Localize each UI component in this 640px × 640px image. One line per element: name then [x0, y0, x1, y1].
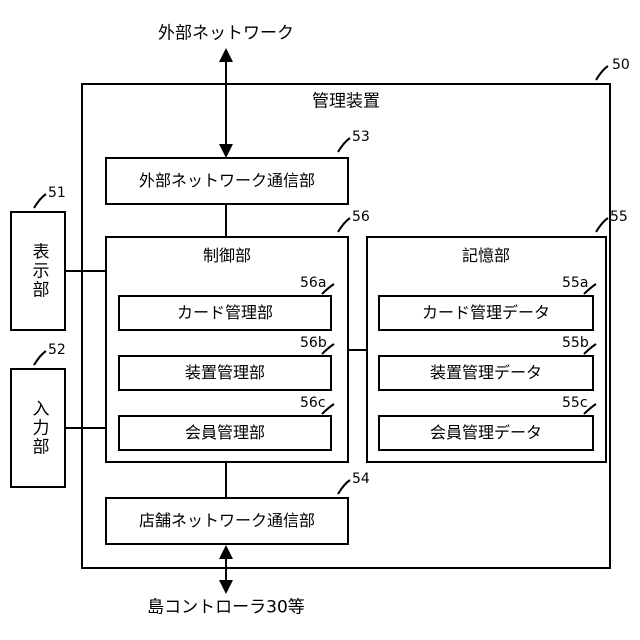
ref-55c: 55c [562, 396, 588, 410]
leader-51 [34, 194, 46, 208]
external-comm-label: 外部ネットワーク通信部 [139, 173, 315, 189]
ref-56c: 56c [300, 396, 326, 410]
display-unit-label: 表示部 [30, 243, 47, 300]
leader-52 [34, 351, 46, 365]
ref-56b: 56b [300, 336, 327, 350]
member-management-label: 会員管理部 [185, 425, 265, 441]
device-management-label: 装置管理部 [185, 365, 265, 381]
external-network-label: 外部ネットワーク [158, 26, 294, 43]
leader-54 [338, 480, 350, 494]
leader-55 [596, 218, 608, 232]
store-comm-label: 店舗ネットワーク通信部 [139, 513, 315, 529]
member-data-label: 会員管理データ [430, 425, 542, 441]
arrowhead-ext-down [219, 144, 233, 158]
arrowhead-ext-up [219, 48, 233, 62]
ref-55: 55 [610, 210, 628, 224]
arrowhead-island-down [219, 580, 233, 594]
storage-unit-title: 記憶部 [462, 248, 510, 264]
device-data-label: 装置管理データ [430, 365, 542, 381]
arrowhead-island-up [219, 545, 233, 559]
ref-55b: 55b [562, 336, 589, 350]
ref-51: 51 [48, 186, 66, 200]
management-device-box [82, 84, 610, 568]
card-management-label: カード管理部 [177, 305, 273, 321]
ref-50: 50 [612, 58, 630, 72]
control-unit-title: 制御部 [203, 248, 251, 264]
leader-50 [596, 66, 608, 80]
island-controller-label: 島コントローラ30等 [147, 600, 305, 617]
input-unit-label: 入力部 [30, 400, 47, 457]
ref-55a: 55a [562, 276, 588, 290]
leader-53 [338, 138, 350, 152]
ref-56a: 56a [300, 276, 326, 290]
management-device-title: 管理装置 [312, 94, 380, 111]
ref-56: 56 [352, 210, 370, 224]
card-data-label: カード管理データ [422, 305, 550, 321]
ref-53: 53 [352, 130, 370, 144]
ref-54: 54 [352, 472, 370, 486]
leader-56 [338, 218, 350, 232]
ref-52: 52 [48, 343, 66, 357]
